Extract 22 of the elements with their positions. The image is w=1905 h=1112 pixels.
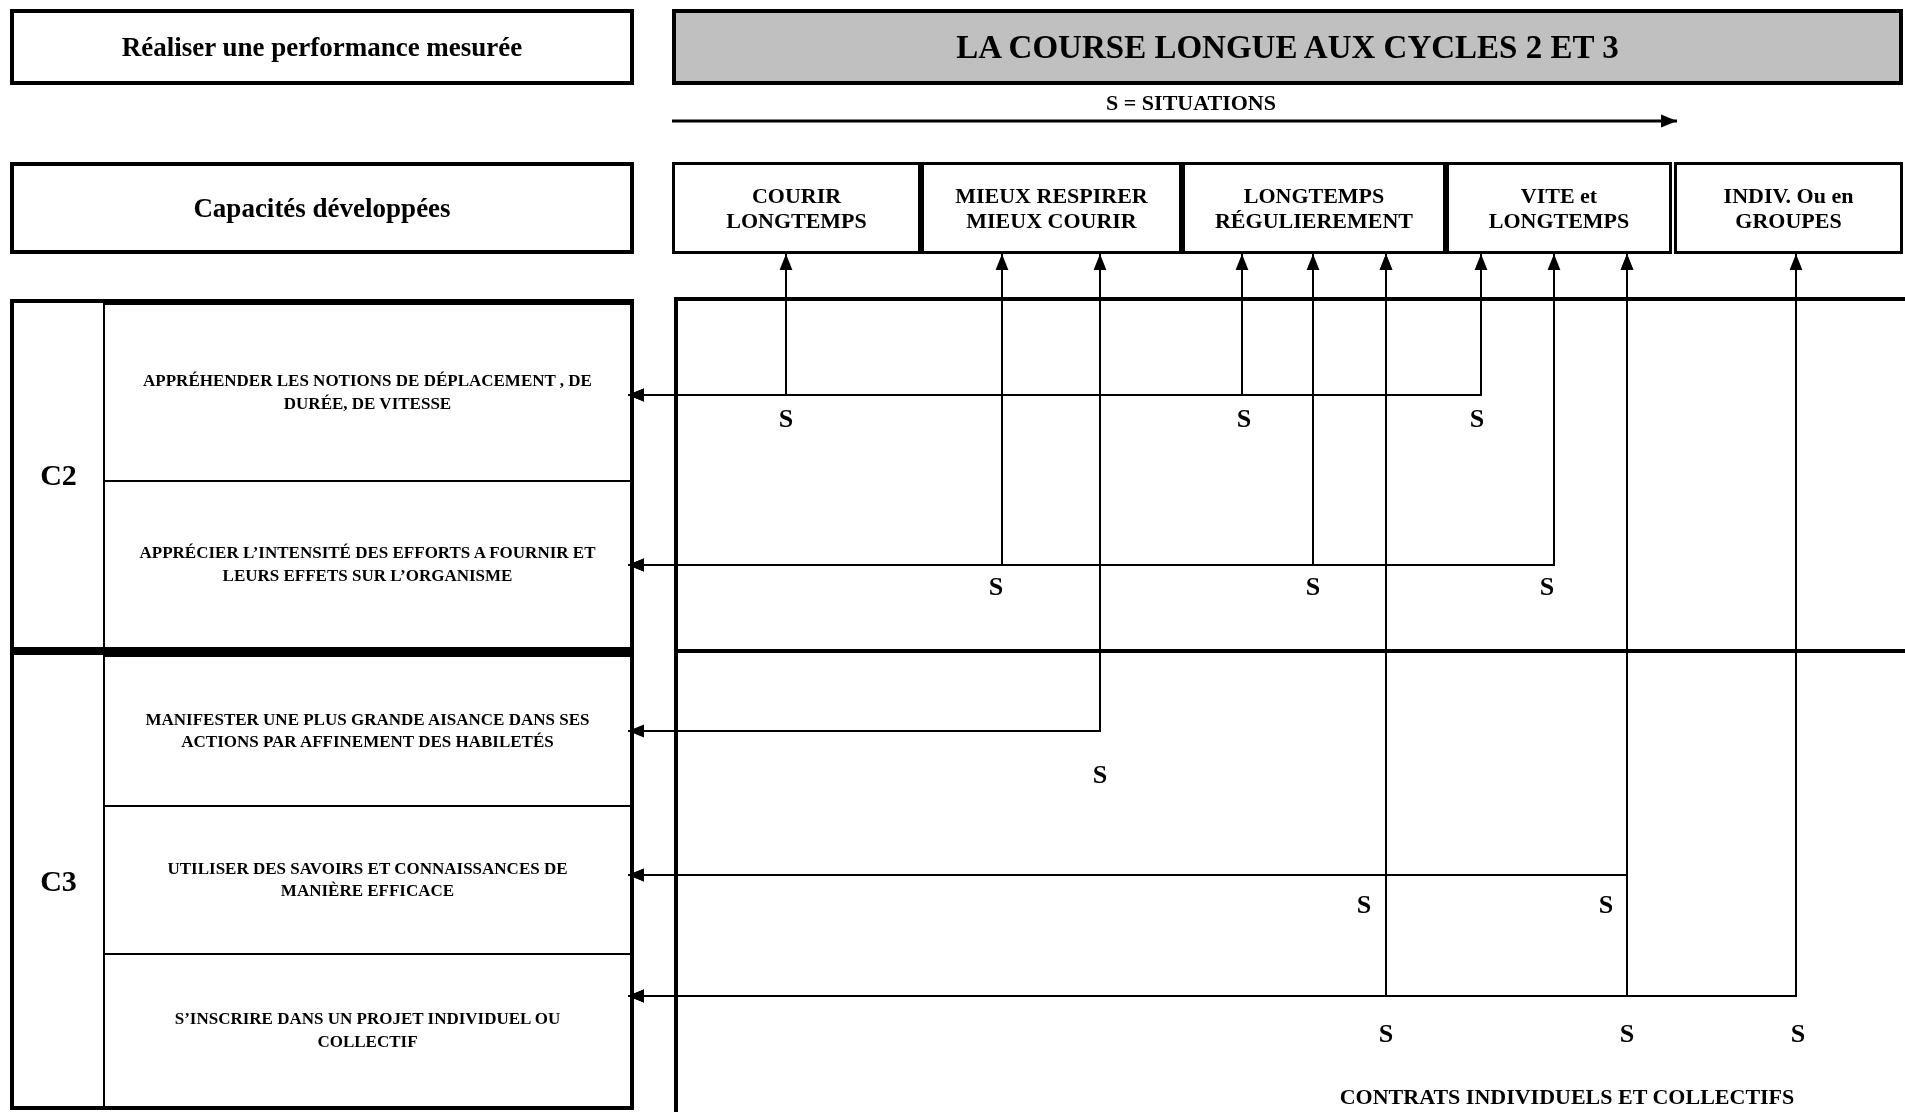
heading-box: Réaliser une performance mesurée — [10, 9, 634, 85]
capacity-cell: MANIFESTER UNE PLUS GRANDE AISANCE DANS SES ACTIONS PAR AFFINEMENT DES HABILETÉS — [103, 655, 630, 805]
situation-header: VITE et LONGTEMPS — [1446, 162, 1672, 254]
capacity-cell: S’INSCRIRE DANS UN PROJET INDIVIDUEL OU COLLECTIF — [103, 953, 630, 1106]
situation-header: LONGTEMPS RÉGULIEREMENT — [1182, 162, 1446, 254]
situation-header: COURIR LONGTEMPS — [672, 162, 921, 254]
cycle-band — [10, 299, 634, 651]
heading-box: Capacités développées — [10, 162, 634, 254]
capacity-cell: APPRÉHENDER LES NOTIONS DE DÉPLACEMENT , DE DURÉE, DE VITESSE — [103, 303, 630, 480]
capacity-cell: UTILISER DES SAVOIRS ET CONNAISSANCES DE MANIÈRE EFFICACE — [103, 805, 630, 953]
note-text: S = SITUATIONS — [1106, 90, 1276, 116]
cycle-band — [10, 651, 634, 1110]
capacity-cell: APPRÉCIER L’INTENSITÉ DES EFFORTS A FOURNIR ET LEURS EFFETS SUR L’ORGANISME — [103, 480, 630, 647]
connector-arrow — [627, 253, 1561, 572]
situation-header: INDIV. Ou en GROUPES — [1674, 162, 1903, 254]
situation-header: MIEUX RESPIRER MIEUX COURIR — [921, 162, 1182, 254]
note-text: CONTRATS INDIVIDUELS ET COLLECTIFS — [1339, 1084, 1795, 1110]
cycle-label: C2 — [39, 457, 78, 493]
connector-arrow — [627, 253, 1488, 402]
title-banner: LA COURSE LONGUE AUX CYCLES 2 ET 3 — [672, 9, 1903, 85]
connector-arrow — [627, 253, 1107, 738]
cycle-label: C3 — [39, 862, 78, 899]
